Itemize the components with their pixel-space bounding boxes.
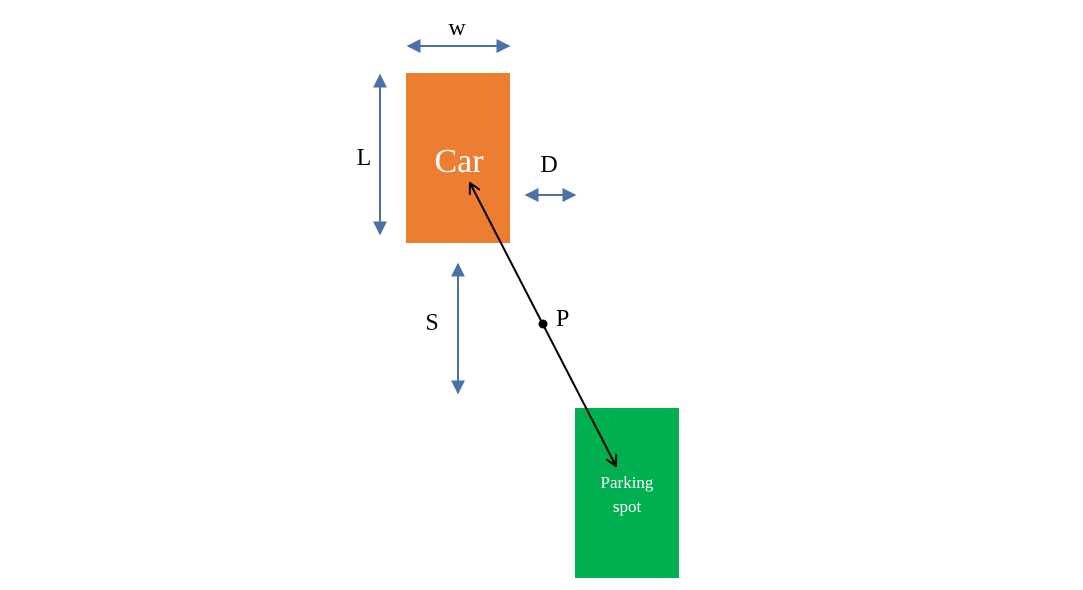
spacing-label: S (425, 310, 438, 336)
width-label: w (448, 15, 466, 41)
point-p-marker (538, 319, 548, 329)
point-p-label: P (556, 306, 569, 332)
car-label: Car (434, 143, 484, 180)
parking-spot-rectangle (575, 408, 679, 578)
distance-label: D (540, 152, 557, 178)
length-label: L (357, 145, 372, 171)
parking-spot-label-line1: Parking (601, 473, 654, 492)
parking-spot-label-line2: spot (613, 497, 642, 516)
